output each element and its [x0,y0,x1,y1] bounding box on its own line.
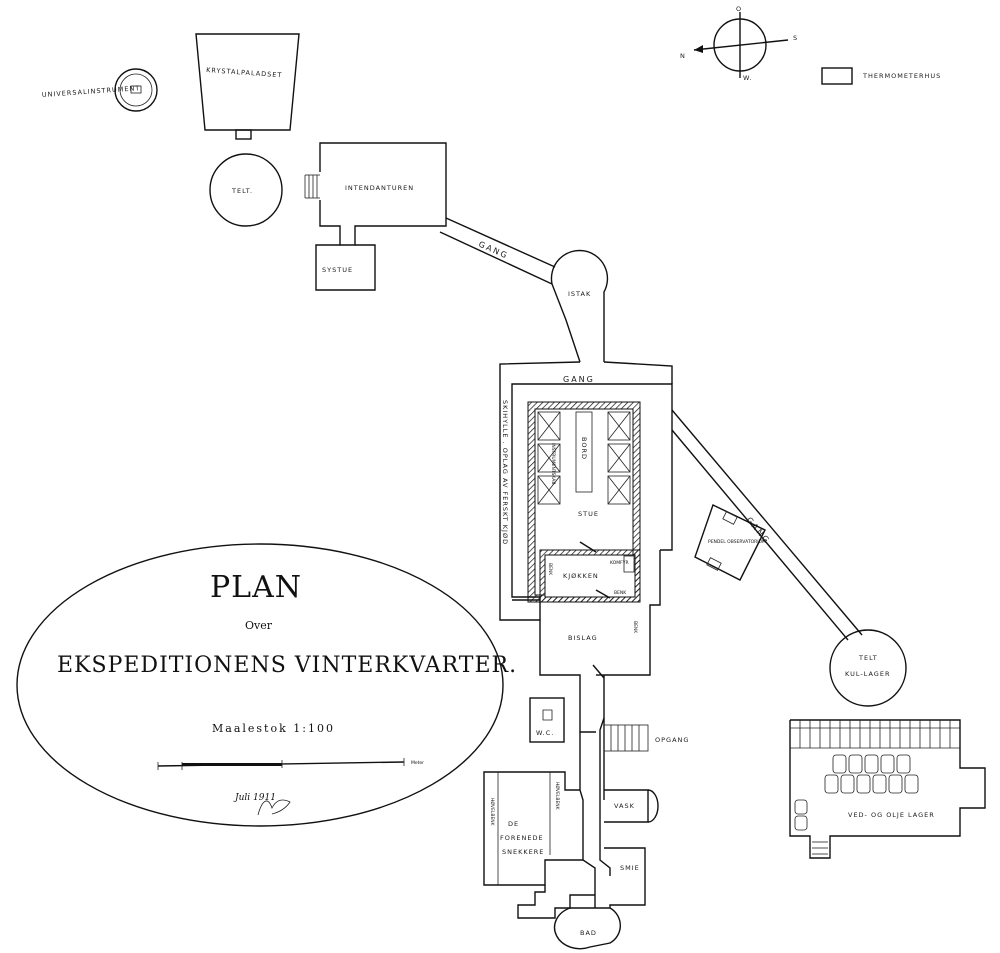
signature [257,799,291,816]
bad: BAD [553,907,622,950]
benk-bislag-label: BENK [632,621,638,634]
compass-north: N [680,52,686,60]
plan-title: PLAN [210,570,302,605]
legend-thermometerhus: THERMOMETERHUS [821,67,941,85]
bunks-left [537,411,561,505]
istak-label: ISTAK [568,290,591,298]
benk-left-label: BENK [547,563,553,576]
scale-unit-label: Meter [411,760,424,766]
ved-olje-lager: VED- OG OLJE LAGER [789,719,986,859]
vask-label: VASK [614,802,635,810]
stue-label: STUE [578,510,599,518]
smie-label: SMIE [620,864,640,872]
wc-label: W.C. [536,729,554,737]
intendanturen-steps [304,174,320,199]
bad-label: BAD [580,929,597,937]
hovelbenk-right-label: HØVELBENK [554,782,561,811]
main-title: EKSPEDITIONENS VINTERKVARTER. [57,653,517,678]
compass-arrow-icon [694,45,703,53]
gang-main-label: GANG [563,375,595,384]
universal-instrument: UNIVERSALINSTRUMENT [42,68,158,112]
skihylle-label: SKIHYLLE . OPLAG AV FERSKT KJØD [501,400,509,545]
hovelbenk-left-label: HØVELBENK [489,798,496,827]
snekkere-label: SNEKKERE [502,848,544,856]
scale-label: Maalestok 1:100 [212,722,335,735]
istak: ISTAK [550,249,609,363]
compass-rose: O N S W. [680,5,798,82]
pendel-label: PENDEL OBSERVATORIUM [708,539,766,545]
kjokken: KJØKKEN KOMFYR BENK BENK [539,541,641,603]
gang-top-corridor: GANG [439,217,556,285]
forenede-label: FORENEDE [500,834,544,842]
universalinstrument-label: UNIVERSALINSTRUMENT [42,84,141,99]
table [575,411,593,493]
systue: SYSTUE [315,244,376,291]
intendanturen-label: INTENDANTUREN [345,184,414,192]
benk-kitchen-label: BENK [614,590,627,596]
thermometerhus-swatch [821,67,853,85]
compass-south: S [793,34,798,42]
wc: W.C. [529,697,565,743]
compass-east: O [736,5,742,13]
kul-lager-label: KUL-LAGER [845,670,890,678]
de-forenede-snekkere: HØVELBENK HØVELBENK DE FORENEDE SNEKKERE [483,771,583,886]
komfyr-label: KOMFYR [610,560,629,566]
lower-corridor [579,675,659,908]
ved-olje-label: VED- OG OLJE LAGER [848,811,935,819]
wood-stack [790,720,960,749]
opgang-label: OPGANG [655,736,689,744]
compass-west: W. [743,74,753,82]
telt-kul-label: TELT [858,654,878,662]
lager-steps [812,841,828,855]
instrumentskab-label: INSTRUMENTSKAB [550,443,556,484]
telt-top-label: TELT. [231,187,253,195]
smie: SMIE [620,864,640,872]
bislag-label: BISLAG [568,634,598,642]
gang-right-corridor: GANG [671,409,863,641]
opgang-stairs: OPGANG [603,724,689,752]
intendanturen: INTENDANTUREN [304,142,447,246]
over-label: Over [245,619,273,632]
date-label: Juli 1911 [233,793,276,803]
telt-kul-lager: TELT KUL-LAGER [829,629,907,707]
bislag: BISLAG BENK [539,550,661,733]
systue-label: SYSTUE [322,266,353,274]
krystalpaladset-label: KRYSTALPALADSET [206,66,283,79]
de-forenede-label: DE [508,820,519,828]
lower-annex [517,885,595,919]
bunks-right [607,411,631,505]
bord-label: BORD [580,437,588,460]
kjokken-label: KJØKKEN [563,572,599,580]
title-cartouche: PLAN Over EKSPEDITIONENS VINTERKVARTER. … [16,543,517,827]
telt-top: TELT. [209,153,283,227]
thermometerhus-label: THERMOMETERHUS [862,72,941,80]
pendel-observatorium: PENDEL OBSERVATORIUM [694,504,766,581]
scale-bar: Meter [157,758,424,770]
vask: VASK [614,802,635,810]
krystalpaladset: KRYSTALPALADSET [195,33,300,140]
barrels [794,754,919,831]
